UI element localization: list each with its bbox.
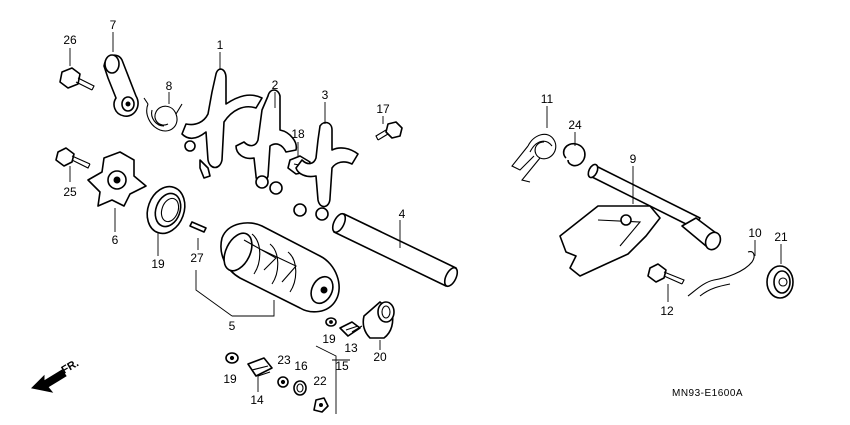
callout-5: 5 <box>229 319 236 333</box>
callout-9: 9 <box>630 152 637 166</box>
part-27-bolt <box>59 67 95 91</box>
callout-14: 14 <box>250 393 264 407</box>
part-23-nut <box>313 397 329 413</box>
part-28-pin <box>189 221 207 233</box>
callout-12: 12 <box>660 304 674 318</box>
callout-20: 19 <box>151 257 165 271</box>
callout-17: 17 <box>376 102 390 116</box>
part-8-spring <box>143 97 183 132</box>
part-22-oil-seal <box>766 265 794 299</box>
front-label: FR. <box>60 357 81 376</box>
callout-2: 2 <box>272 78 279 92</box>
front-direction-arrow <box>30 369 67 393</box>
callout-8: 8 <box>166 79 173 93</box>
part-26-bolt <box>55 147 91 169</box>
part-21-collar <box>362 301 395 339</box>
part-6-star-plate <box>87 151 147 207</box>
part-1-shift-fork <box>181 68 263 179</box>
callout-7: 7 <box>110 18 117 32</box>
callout-3: 3 <box>322 88 329 102</box>
callout-15: 15 <box>335 359 349 373</box>
callout-19-upper: 19 <box>322 332 336 346</box>
part-19-washer-lower <box>225 352 239 364</box>
callout-6: 6 <box>112 233 119 247</box>
part-19-washer-upper <box>325 317 337 327</box>
part-3-shift-fork <box>293 121 359 221</box>
callout-1: 1 <box>217 38 224 52</box>
drawing-code: MN93-E1600A <box>672 388 743 399</box>
callout-13: 13 <box>344 341 358 355</box>
part-17-bolt <box>375 121 403 141</box>
callout-27: 26 <box>63 33 77 47</box>
part-9-gearshift-spindle <box>559 163 722 277</box>
callout-22: 21 <box>774 230 788 244</box>
callout-23: 22 <box>313 374 327 388</box>
callout-4: 4 <box>399 207 406 221</box>
part-12-bolt <box>647 263 685 285</box>
callout-28: 27 <box>190 251 204 265</box>
part-14-switch <box>247 357 273 377</box>
part-11-spring <box>511 133 557 183</box>
part-16-o-ring <box>293 380 307 396</box>
part-5-shift-drum <box>220 222 340 313</box>
part-4-shaft <box>331 212 459 288</box>
callout-11: 11 <box>541 92 554 106</box>
part-25-clip-ring <box>562 142 586 167</box>
callout-16: 16 <box>294 359 308 373</box>
callout-19-lower: 19 <box>223 372 237 386</box>
part-10-spring-wire <box>687 251 755 297</box>
part-7-arm <box>103 54 139 117</box>
part-13-switch <box>339 321 363 337</box>
callout-10: 10 <box>748 226 762 240</box>
part-2-shift-fork <box>235 89 298 195</box>
callout-18: 18 <box>291 127 305 141</box>
part-20-bearing <box>146 185 186 235</box>
callout-21: 20 <box>373 350 387 364</box>
part-24-washer <box>277 376 289 388</box>
callout-26: 25 <box>63 185 77 199</box>
callout-24: 23 <box>277 353 291 367</box>
callout-25: 24 <box>568 118 582 132</box>
